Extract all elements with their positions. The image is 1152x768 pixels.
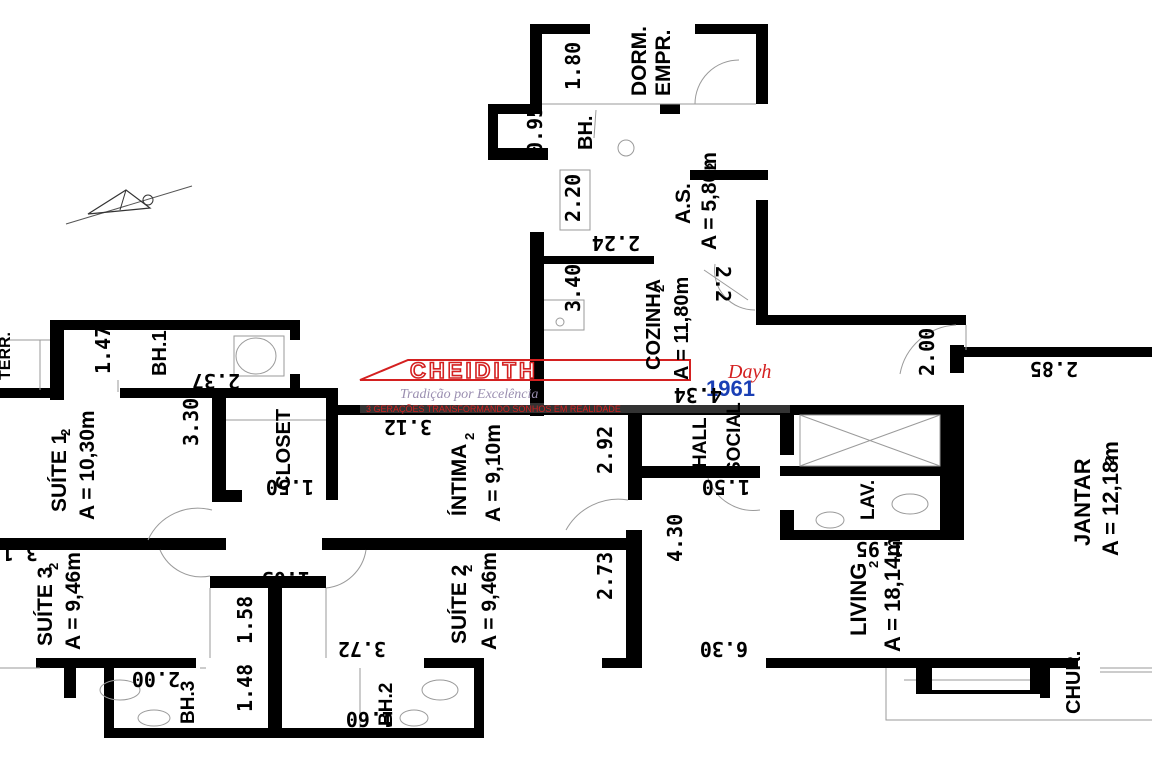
room-cozinha-sup: 2 — [652, 285, 667, 292]
room-jantar-area: A = 12,18m — [1098, 441, 1123, 556]
room-bh2: BH.2 — [376, 683, 397, 726]
watermark-year: 1961 — [706, 376, 755, 401]
room-jantar-sup: 2 — [1102, 457, 1117, 464]
room-dorm-empr-line1: DORM. — [628, 26, 651, 96]
dim-1-50-hall: 1.50 — [702, 475, 750, 499]
room-suite2-area: A = 9,46m — [478, 552, 501, 650]
room-bh-empr: BH. — [575, 116, 597, 150]
dim-4-34: 4.34 — [674, 383, 722, 407]
dim-6-30: 6.30 — [700, 637, 748, 661]
room-intima-name: ÍNTIMA — [448, 444, 471, 516]
dim-2-00-b: 2.00 — [132, 667, 180, 691]
room-living-area: A = 18,14m — [880, 537, 905, 652]
room-suite1-sup: 2 — [58, 429, 73, 436]
room-cozinha-area: A = 11,80m — [671, 277, 693, 380]
room-chur: CHUR. — [1063, 651, 1085, 714]
room-intima-sup: 2 — [462, 433, 477, 440]
room-bh3: BH.3 — [178, 681, 199, 724]
room-jantar-name: JANTAR — [1070, 458, 1095, 546]
room-lav: LAV. — [858, 480, 879, 520]
dimension-labels: 1.80 0.95 2.20 3.40 2.00 1.47 3.30 2.92 … — [2, 42, 1078, 731]
room-living-sup: 2 — [866, 561, 881, 568]
fixtures — [0, 59, 1152, 728]
room-terr: TERR. — [0, 332, 14, 380]
room-suite3-name: SUÍTE 3 — [34, 567, 57, 646]
room-cozinha-name: COZINHA — [643, 279, 665, 370]
dim-0-95: 0.95 — [523, 106, 547, 154]
dim-2-85: 2.85 — [1030, 357, 1078, 381]
room-living-name: LIVING — [846, 563, 871, 636]
room-suite3-sup: 2 — [46, 563, 61, 570]
dim-3-40: 3.40 — [561, 264, 585, 312]
dim-2-24: 2.24 — [592, 231, 640, 255]
room-intima-area: A = 9,10m — [482, 424, 505, 522]
room-hall-line1: HALL — [690, 417, 711, 468]
dim-2-37: 2.37 — [192, 369, 240, 393]
dim-3-30: 3.30 — [179, 398, 203, 446]
room-as-area: A = 5,86m — [698, 152, 721, 250]
room-bh1: BH.1 — [149, 330, 171, 376]
room-labels: DORM. EMPR. BH. A.S. A = 5,86m 2 COZINHA… — [0, 26, 1123, 726]
watermark-signature: Dayh — [727, 361, 771, 383]
watermark-slogan: Tradição por Excelência — [400, 387, 538, 402]
dim-3-72: 3.72 — [338, 637, 386, 661]
dim-1-05: 1.05 — [262, 567, 310, 591]
dim-2-2: 2.2 — [711, 266, 735, 302]
watermark-logo: CHEIDITH Tradição por Excelência 1961 Da… — [359, 357, 790, 414]
room-as-sup: 2 — [704, 163, 719, 170]
dim-3-1: 3.1 — [2, 541, 38, 565]
dim-1-48: 1.48 — [233, 664, 257, 712]
room-suite2-name: SUÍTE 2 — [448, 565, 471, 644]
watermark-tagline: 3 GERAÇÕES TRANSFORMANDO SONHOS EM REALI… — [366, 404, 621, 414]
dim-1-60: 1.60 — [346, 707, 394, 731]
dim-1-58: 1.58 — [233, 596, 257, 644]
room-closet: CLOSET — [273, 409, 295, 490]
room-hall-line2: SOCIAL — [724, 402, 745, 474]
north-arrow-icon — [65, 185, 193, 225]
dim-2-00-a: 2.00 — [915, 328, 939, 376]
room-as-name: A.S. — [672, 183, 695, 224]
room-suite1-name: SUÍTE 1 — [48, 432, 71, 512]
dim-2-73: 2.73 — [593, 552, 617, 600]
room-suite2-sup: 2 — [460, 565, 475, 572]
watermark-brand: CHEIDITH — [410, 358, 538, 383]
room-suite3-area: A = 9,46m — [62, 552, 85, 650]
dim-2-20: 2.20 — [561, 174, 585, 222]
dim-2-92: 2.92 — [593, 426, 617, 474]
dim-1-80: 1.80 — [561, 42, 585, 90]
dim-1-95: 1.95 — [856, 537, 904, 561]
room-suite1-area: A = 10,30m — [76, 410, 99, 520]
dim-4-30: 4.30 — [663, 514, 687, 562]
dim-1-47: 1.47 — [91, 326, 115, 374]
room-dorm-empr-line2: EMPR. — [652, 29, 675, 96]
dim-1-50-closet: 1.50 — [266, 475, 314, 499]
dim-3-12: 3.12 — [384, 415, 432, 439]
